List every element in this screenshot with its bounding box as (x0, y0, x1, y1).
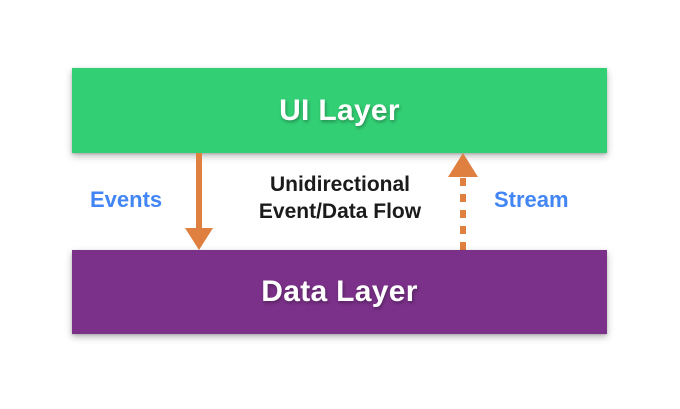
events-arrow-down-icon (185, 153, 213, 250)
flow-caption: Unidirectional Event/Data Flow (259, 171, 421, 225)
stream-arrowhead (448, 153, 478, 177)
data-layer-label: Data Layer (261, 275, 418, 308)
flow-caption-line1: Unidirectional (269, 173, 411, 196)
stream-arrow-up-icon (448, 153, 478, 250)
ui-layer-label: UI Layer (279, 93, 400, 127)
stream-connector-label: Stream (494, 187, 569, 212)
flow-region: Events Unidirectional Event/Data Flow St… (0, 153, 680, 250)
flow-caption-line2: Event/Data Flow (258, 200, 422, 223)
events-connector-label: Events (90, 187, 163, 212)
events-arrowhead (185, 228, 213, 250)
data-layer-box[interactable]: Data Layer (72, 250, 607, 334)
ui-layer-box[interactable]: UI Layer (72, 68, 607, 153)
